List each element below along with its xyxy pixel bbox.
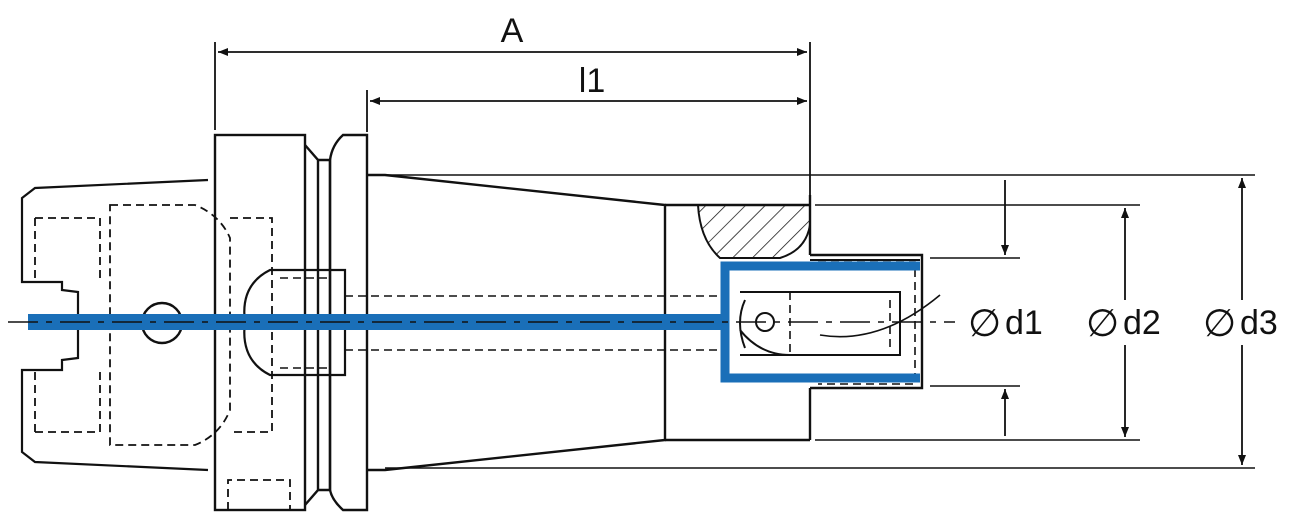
- dimension-A: [214, 42, 811, 195]
- dimension-d2-label: d2: [1123, 304, 1161, 342]
- dimension-d1-symbol: ∅: [968, 301, 1001, 345]
- coolant-channel: [28, 261, 920, 383]
- dimension-d2-symbol: ∅: [1086, 301, 1119, 345]
- dimension-l1: [366, 90, 807, 132]
- dimension-A-label: A: [501, 12, 524, 50]
- dimension-d3-symbol: ∅: [1203, 301, 1236, 345]
- front-nose: [739, 253, 941, 390]
- dimension-d1-label: d1: [1005, 304, 1043, 342]
- section-hatch: [696, 204, 811, 259]
- diameter-extension-lines: [385, 174, 1255, 469]
- dimension-d3-label: d3: [1240, 304, 1278, 342]
- dimension-l1-label: l1: [579, 62, 605, 100]
